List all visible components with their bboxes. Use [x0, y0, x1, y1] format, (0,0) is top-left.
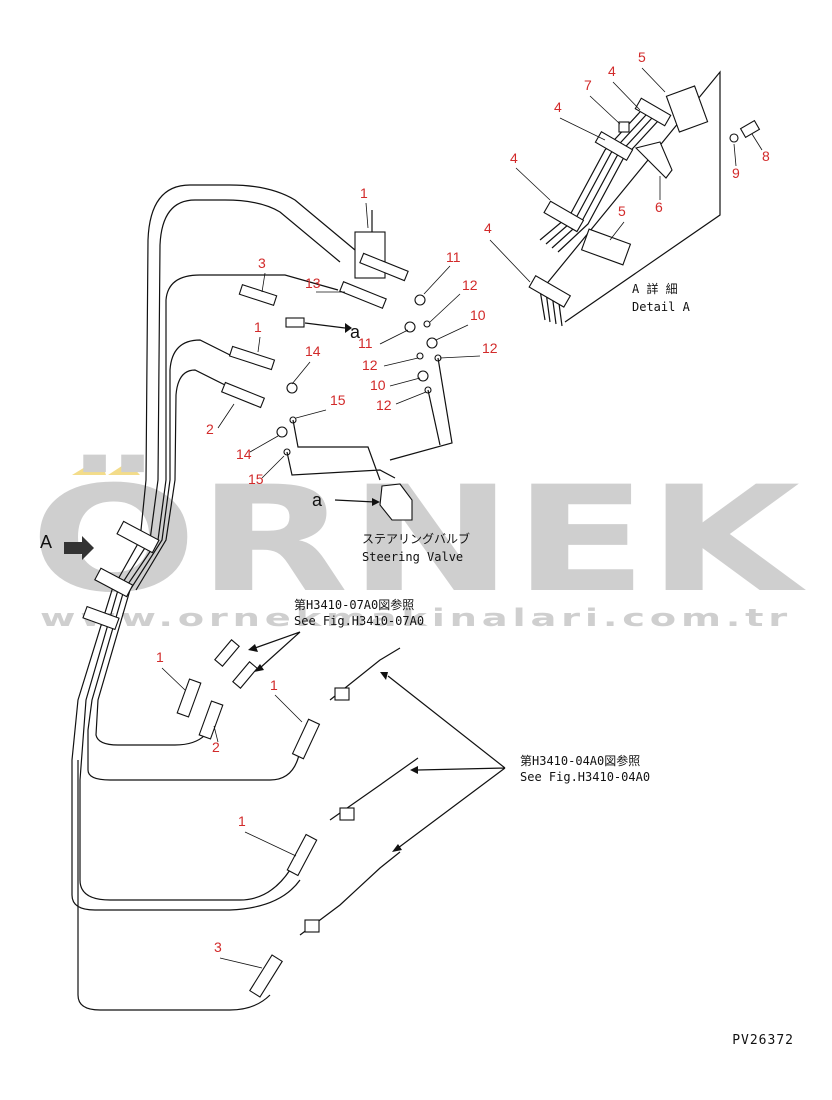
steering-valve-jp: ステアリングバルブ [362, 531, 470, 546]
watermark-url: www.ornekmakinalari.com.tr [40, 604, 792, 632]
detail-clamp-4 [634, 97, 672, 127]
detail-clamp-1 [528, 275, 572, 308]
callout-11: 11 [446, 249, 461, 265]
watermark-accent-left [72, 458, 106, 475]
fig-0400-en: See Fig.H3410-04A0 [520, 770, 650, 784]
view-a-label: A [40, 532, 52, 552]
clamp-middle [94, 567, 134, 598]
detail-bracket-5b [580, 228, 632, 266]
callout-5: 5 [618, 203, 626, 219]
steering-valve-en: Steering Valve [362, 550, 463, 564]
detail-washer-9 [729, 133, 739, 143]
callout-8: 8 [762, 148, 770, 164]
hose-3-lower [249, 954, 283, 998]
callout-15: 15 [330, 392, 346, 408]
callout-1: 1 [156, 649, 164, 665]
fig-0400-jp: 第H3410-04A0図参照 [520, 753, 640, 768]
watermark: ÖRNEK www.ornekmakinalari.com.tr [30, 454, 807, 632]
callout-4: 4 [510, 150, 518, 166]
drawing-code: PV26372 [732, 1033, 794, 1048]
callout-12: 12 [362, 357, 378, 373]
detail-bracket-5a [665, 85, 709, 133]
callout-10: 10 [470, 307, 486, 323]
tee-b [339, 807, 355, 821]
clamp-lower [82, 605, 120, 631]
detail-clamp-2 [543, 200, 585, 233]
callout-1: 1 [360, 185, 368, 201]
hose-1-lower-b [291, 718, 321, 760]
callout-6: 6 [655, 199, 663, 215]
callout-4: 4 [554, 99, 562, 115]
adapter [285, 317, 305, 328]
view-arrow-icon [64, 536, 94, 560]
hose-13 [339, 281, 387, 309]
oring-12a [423, 320, 431, 328]
hose-3-top [238, 283, 278, 307]
callout-9: 9 [732, 165, 740, 181]
oring-12b [416, 352, 424, 360]
tee-c [304, 919, 320, 933]
callout-12: 12 [376, 397, 392, 413]
callout-14: 14 [236, 446, 252, 462]
callout-numbers: 1 3 13 11 12 10 1 11 12 14 12 10 15 12 2… [156, 49, 770, 955]
callout-12: 12 [462, 277, 478, 293]
callout-15: 15 [248, 471, 264, 487]
callout-5: 5 [638, 49, 646, 65]
elbow-14b [276, 426, 288, 438]
callout-11: 11 [358, 335, 373, 351]
watermark-brand: ÖRNEK [30, 454, 807, 625]
fig-0700-jp: 第H3410-07A0図参照 [294, 597, 414, 612]
union-a [214, 639, 240, 667]
hose-2-lower [198, 700, 224, 740]
view-a-arrow: A [40, 532, 94, 560]
callout-14: 14 [305, 343, 321, 359]
detail-plate-6 [634, 141, 673, 179]
callout-12: 12 [482, 340, 498, 356]
hose-1-lower-c [286, 833, 318, 877]
fitting-10b [417, 370, 429, 382]
fig-0700-en: See Fig.H3410-07A0 [294, 614, 424, 628]
upper-fittings [220, 210, 453, 521]
lower-fittings [176, 631, 506, 998]
fitting-10a [426, 337, 438, 349]
point-a-lower: a [312, 490, 323, 510]
hose-1-lower-a [176, 678, 202, 718]
leader-lines [161, 67, 763, 969]
callout-10: 10 [370, 377, 386, 393]
callout-4: 4 [484, 220, 492, 236]
callout-2: 2 [206, 421, 214, 437]
callout-7: 7 [584, 77, 592, 93]
callout-2: 2 [212, 739, 220, 755]
callout-3: 3 [214, 939, 222, 955]
elbow-11b [404, 321, 416, 333]
elbow-11a [414, 294, 426, 306]
callout-4: 4 [608, 63, 616, 79]
point-a-upper: a [350, 322, 361, 342]
detail-bolt-8 [739, 119, 761, 139]
hose-1-mid [228, 345, 276, 371]
callout-1: 1 [254, 319, 262, 335]
bundle-clamps [82, 520, 160, 631]
callout-1: 1 [238, 813, 246, 829]
detail-label-jp: A 詳 細 [632, 281, 678, 296]
detail-label-en: Detail A [632, 300, 691, 314]
tee-a [334, 687, 350, 701]
reference-labels: ステアリングバルブ Steering Valve 第H3410-07A0図参照 … [294, 322, 650, 784]
hose-2-top [220, 381, 266, 409]
callout-1: 1 [270, 677, 278, 693]
callout-3: 3 [258, 255, 266, 271]
elbow-14a [286, 382, 298, 394]
callout-13: 13 [305, 275, 321, 291]
detail-a: A 詳 細 Detail A [528, 70, 761, 327]
hose-1-top [359, 252, 409, 282]
watermark-accent-right [108, 462, 140, 475]
union-b [232, 661, 258, 689]
detail-spacer-7 [618, 121, 630, 133]
clamp-upper [116, 520, 160, 554]
steering-valve [379, 483, 413, 521]
